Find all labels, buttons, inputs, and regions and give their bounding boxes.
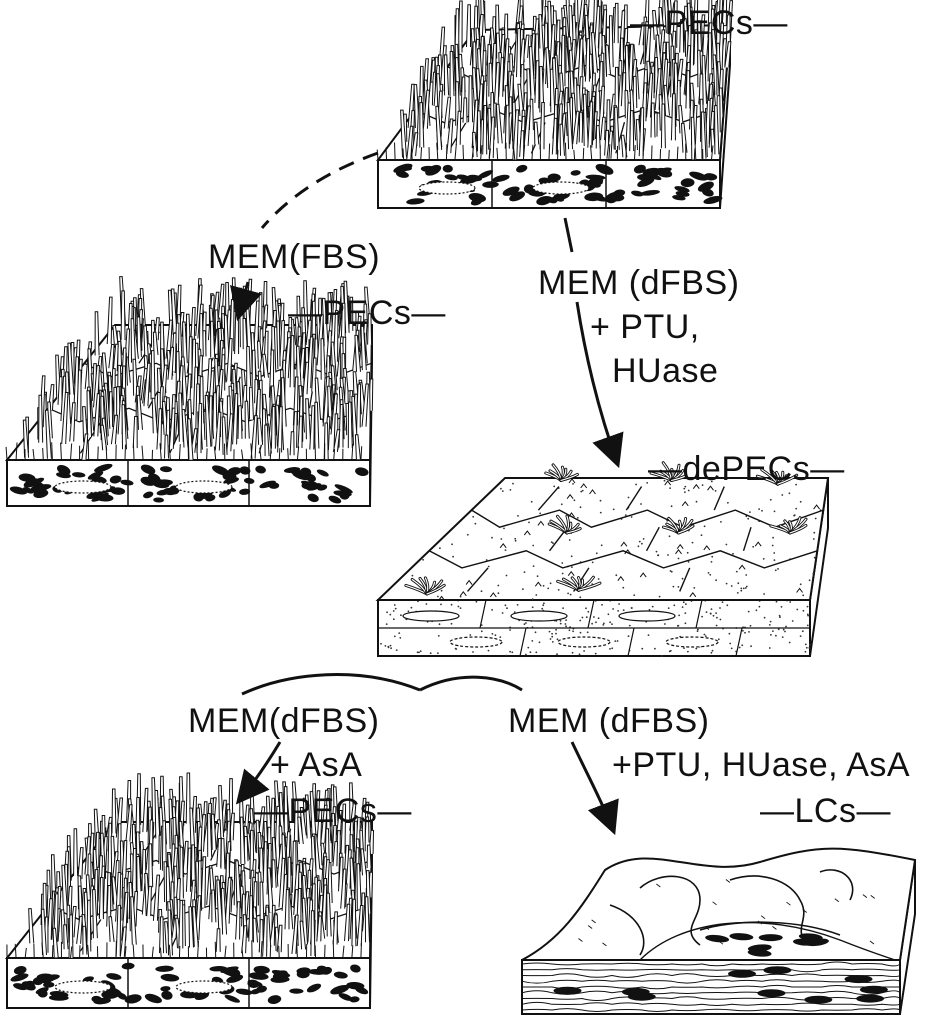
label-left-pecs: —PECs— [288, 294, 446, 332]
condition-to-left: MEM(FBS) [208, 238, 380, 276]
label-left-pecs-text: PECs [323, 294, 412, 332]
arrow-branch-right [420, 677, 522, 690]
panel-bottom-right-lcs-tissue [522, 849, 915, 1014]
arrow-to-bottom-right-panel [572, 742, 614, 832]
panel-center-depecs-epithelium [378, 463, 828, 657]
label-center-depecs: —dePECs— [648, 450, 845, 488]
condition-to-bottom-right-line2: +PTU, HUase, AsA [612, 746, 910, 784]
label-bottom-right-lcs-text: LCs [795, 792, 857, 830]
dashed-arrow-to-left [262, 153, 378, 228]
label-top-pecs-text: PECs [665, 4, 754, 42]
label-bottom-right-lcs: —LCs— [760, 792, 891, 830]
label-center-depecs-text: dePECs [683, 450, 811, 488]
condition-to-center-line2: + PTU, [590, 308, 700, 346]
arrow-branch-left [242, 675, 420, 694]
label-bottom-left-pecs: —PECs— [254, 792, 412, 830]
condition-to-bottom-left-line1: MEM(dFBS) [188, 702, 380, 740]
condition-to-center-line3: HUase [612, 352, 718, 390]
condition-to-center-line1: MEM (dFBS) [538, 264, 739, 302]
condition-to-bottom-right-line1: MEM (dFBS) [508, 702, 709, 740]
label-bottom-left-pecs-text: PECs [289, 792, 378, 830]
arrow-to-center-stub [565, 218, 572, 252]
condition-to-bottom-left-line2: + AsA [270, 746, 362, 784]
label-top-pecs: —PECs— [630, 4, 788, 42]
